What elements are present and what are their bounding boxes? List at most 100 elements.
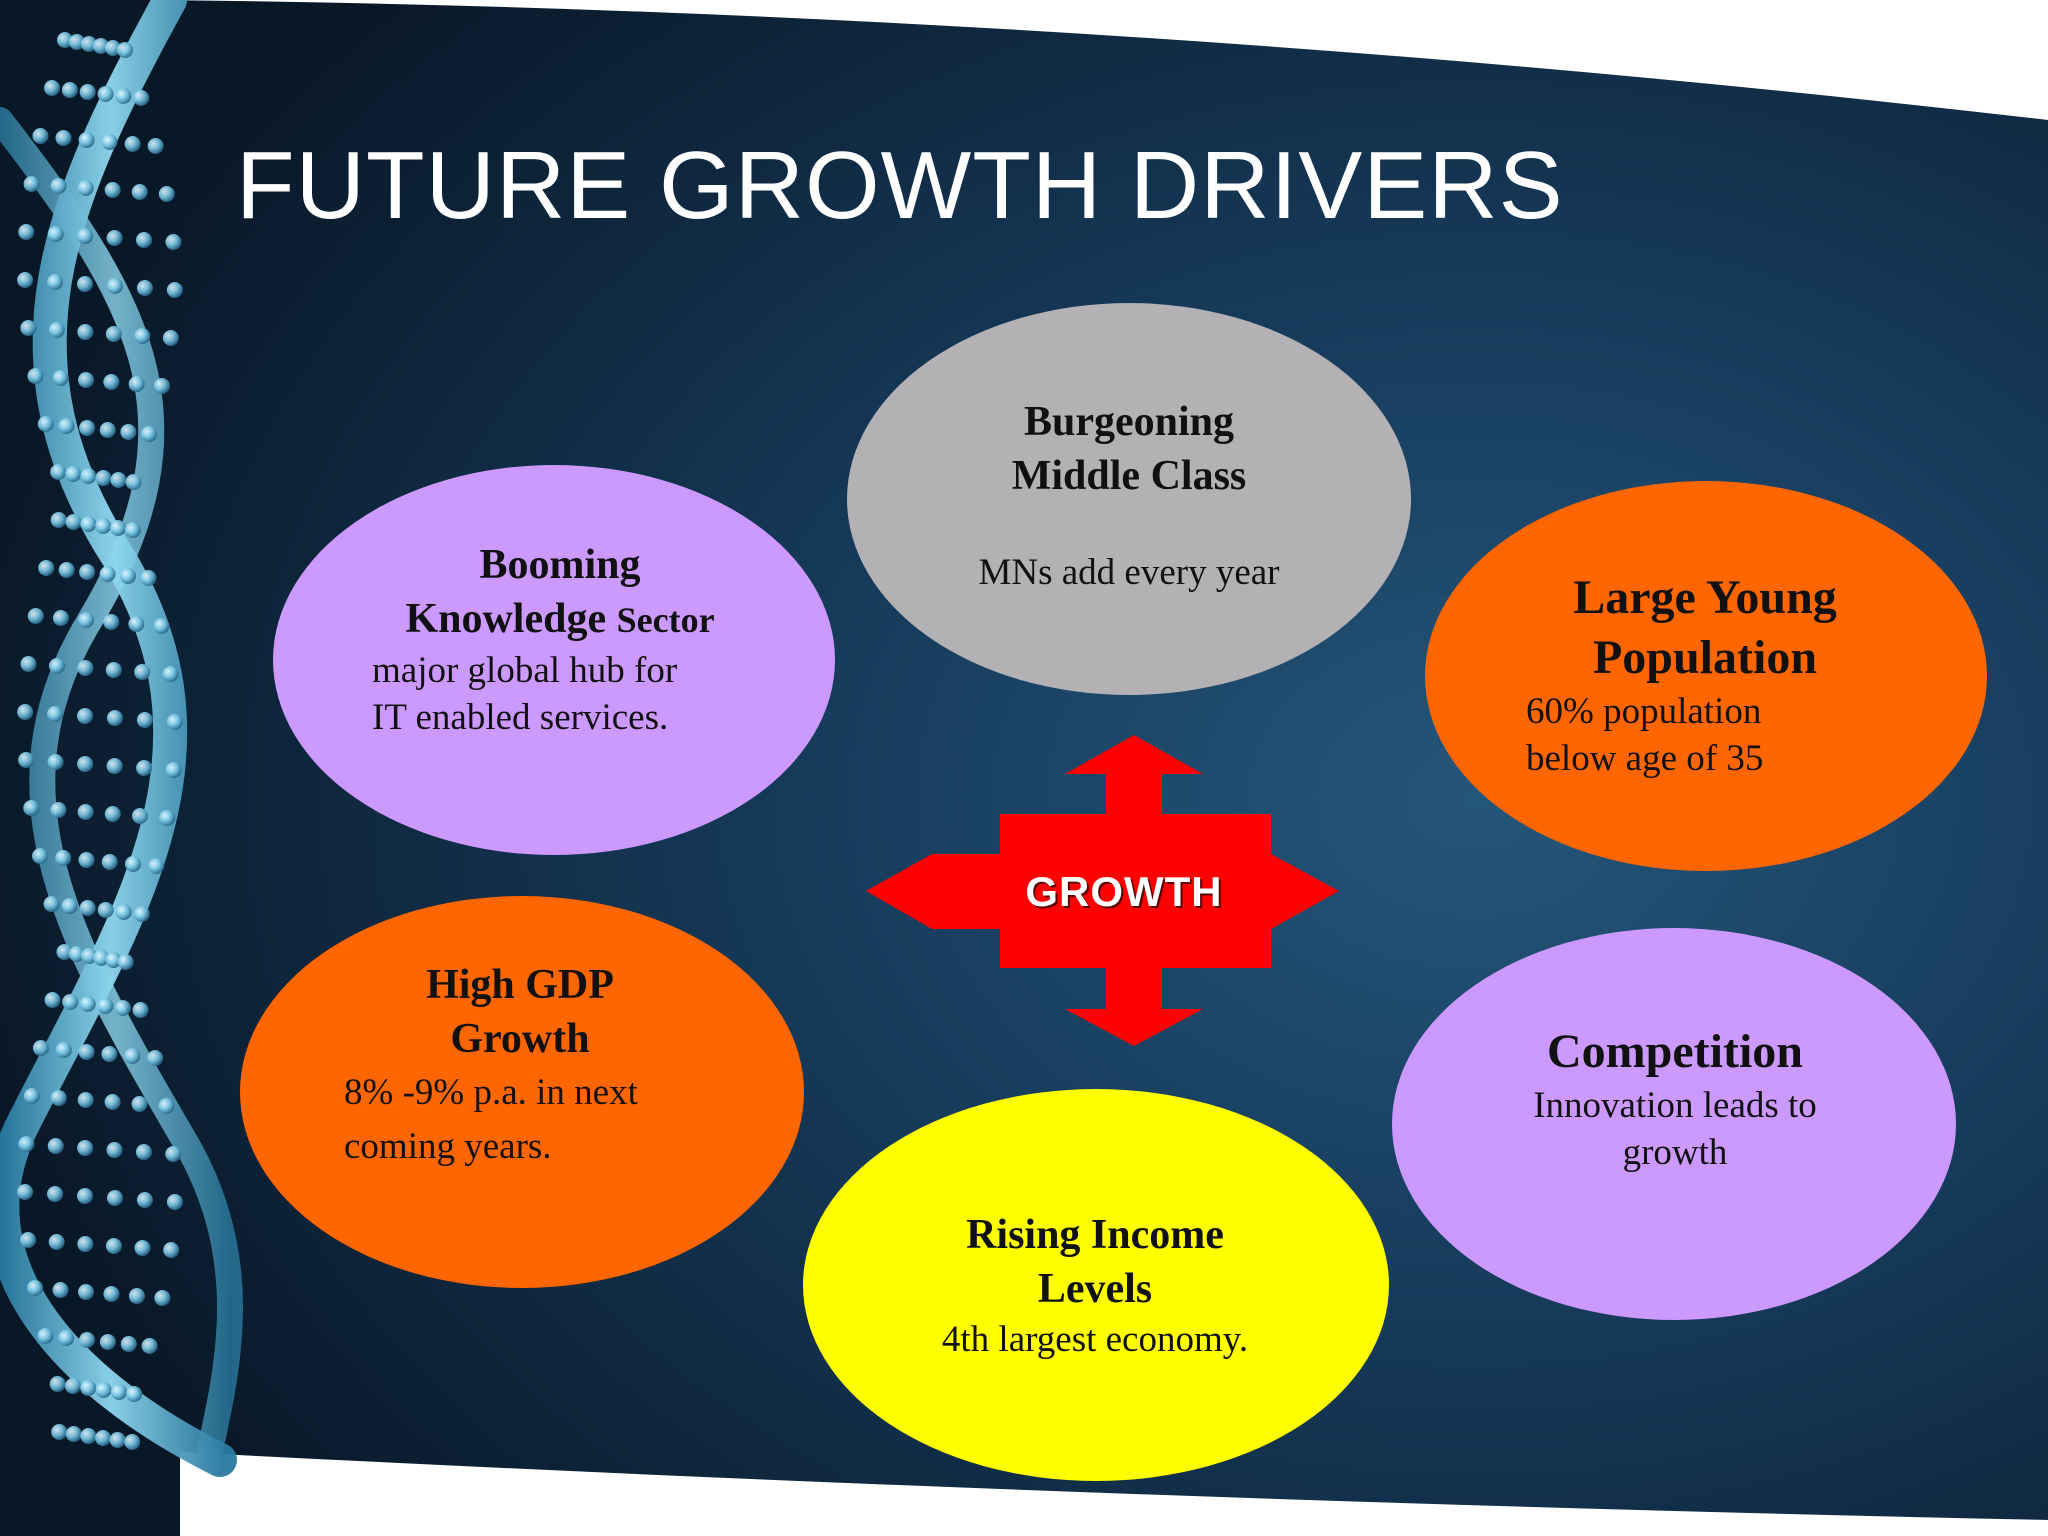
dna-bead xyxy=(81,36,97,52)
dna-bead xyxy=(133,906,150,922)
node-description: growth xyxy=(1622,1132,1728,1173)
dna-bead xyxy=(159,810,176,826)
dna-bead xyxy=(106,758,123,774)
dna-bead xyxy=(166,282,183,298)
dna-bead xyxy=(93,950,110,966)
dna-bead xyxy=(51,1424,68,1440)
dna-bead xyxy=(115,88,132,104)
dna-bead xyxy=(117,42,133,58)
dna-bead xyxy=(110,472,127,488)
young-population-ellipse xyxy=(1425,481,1987,871)
dna-bead xyxy=(147,138,164,154)
dna-bead xyxy=(37,1328,54,1344)
dna-bead xyxy=(48,1234,65,1250)
node-title-word: Sector xyxy=(616,600,715,640)
dna-bead xyxy=(106,278,123,294)
dna-bead xyxy=(165,234,182,250)
node-booming-knowledge-sector: Booming Knowledge Sector major global hu… xyxy=(330,538,790,741)
dna-bead xyxy=(77,180,94,196)
dna-bead xyxy=(49,1376,66,1392)
dna-bead xyxy=(23,1088,40,1104)
dna-bead xyxy=(153,618,170,634)
dna-bead xyxy=(48,322,65,338)
dna-bead xyxy=(105,326,122,342)
dna-bead xyxy=(64,1378,81,1394)
dna-bead xyxy=(56,944,73,960)
node-title-line: Rising Income xyxy=(966,1212,1224,1258)
dna-bead xyxy=(135,1144,152,1160)
dna-bead xyxy=(101,854,118,870)
dna-bead xyxy=(78,1284,95,1300)
dna-bead xyxy=(57,32,73,48)
dna-bead xyxy=(77,1140,94,1156)
dna-bead xyxy=(61,82,78,98)
dna-bead xyxy=(105,40,121,56)
rising-income-ellipse xyxy=(803,1089,1389,1481)
dna-bead xyxy=(79,996,96,1012)
dna-bead xyxy=(23,176,40,192)
dna-bead xyxy=(101,1046,118,1062)
dna-bead xyxy=(38,560,55,576)
node-title-word: Knowledge xyxy=(405,596,607,642)
dna-bead xyxy=(124,1048,141,1064)
dna-bead xyxy=(20,1232,37,1248)
dna-bead xyxy=(153,378,170,394)
node-description: IT enabled services. xyxy=(372,697,669,738)
dna-bead xyxy=(77,708,94,724)
dna-bead xyxy=(78,1044,95,1060)
node-description: major global hub for xyxy=(372,650,678,691)
dna-bead xyxy=(77,1236,94,1252)
dna-bead xyxy=(141,426,158,442)
dna-bead xyxy=(110,1384,127,1400)
node-title-line: Competition xyxy=(1547,1025,1803,1078)
dna-bead xyxy=(106,1190,123,1206)
dna-bead xyxy=(103,1286,120,1302)
dna-bead xyxy=(58,418,75,434)
dna-bead xyxy=(126,1386,143,1402)
dna-bead xyxy=(80,468,97,484)
dna-bead xyxy=(47,226,64,242)
dna-bead xyxy=(80,1380,97,1396)
dna-bead xyxy=(99,1334,116,1350)
node-description: 8% -9% p.a. in next xyxy=(344,1072,638,1113)
dna-bead xyxy=(47,706,64,722)
node-title-line: Large Young xyxy=(1573,571,1837,624)
dna-bead xyxy=(120,568,137,584)
node-competition: Competition Innovation leads to growth xyxy=(1430,1022,1920,1176)
dna-bead xyxy=(115,904,132,920)
node-title-line: Growth xyxy=(450,1016,590,1062)
dna-bead xyxy=(55,850,72,866)
dna-bead xyxy=(77,756,94,772)
dna-bead xyxy=(162,666,179,682)
dna-bead xyxy=(65,514,82,530)
dna-bead xyxy=(50,512,67,528)
growth-arrow xyxy=(866,735,1339,1046)
dna-bead xyxy=(32,128,49,144)
dna-bead xyxy=(97,998,114,1014)
dna-bead xyxy=(17,1184,34,1200)
dna-bead xyxy=(136,712,153,728)
dna-bead xyxy=(131,808,148,824)
dna-bead xyxy=(106,1142,123,1158)
dna-bead xyxy=(106,710,123,726)
dna-bead xyxy=(148,858,165,874)
dna-bead xyxy=(95,1430,112,1446)
node-large-young-population: Large Young Population 60% population be… xyxy=(1460,568,1950,782)
node-description: coming years. xyxy=(344,1126,552,1167)
dna-bead xyxy=(128,616,145,632)
dna-bead xyxy=(50,178,67,194)
dna-bead xyxy=(77,1092,94,1108)
dna-bead xyxy=(47,1138,64,1154)
dna-bead xyxy=(162,330,179,346)
dna-bead xyxy=(95,518,112,534)
dna-bead xyxy=(136,1192,153,1208)
node-title-line: Knowledge Sector xyxy=(405,592,714,647)
dna-bead xyxy=(44,80,61,96)
node-high-gdp-growth: High GDP Growth 8% -9% p.a. in next comi… xyxy=(300,958,740,1174)
dna-bead xyxy=(135,232,152,248)
dna-bead xyxy=(78,612,95,628)
dna-bead xyxy=(117,954,134,970)
dna-bead xyxy=(78,132,95,148)
dna-bead xyxy=(27,368,44,384)
